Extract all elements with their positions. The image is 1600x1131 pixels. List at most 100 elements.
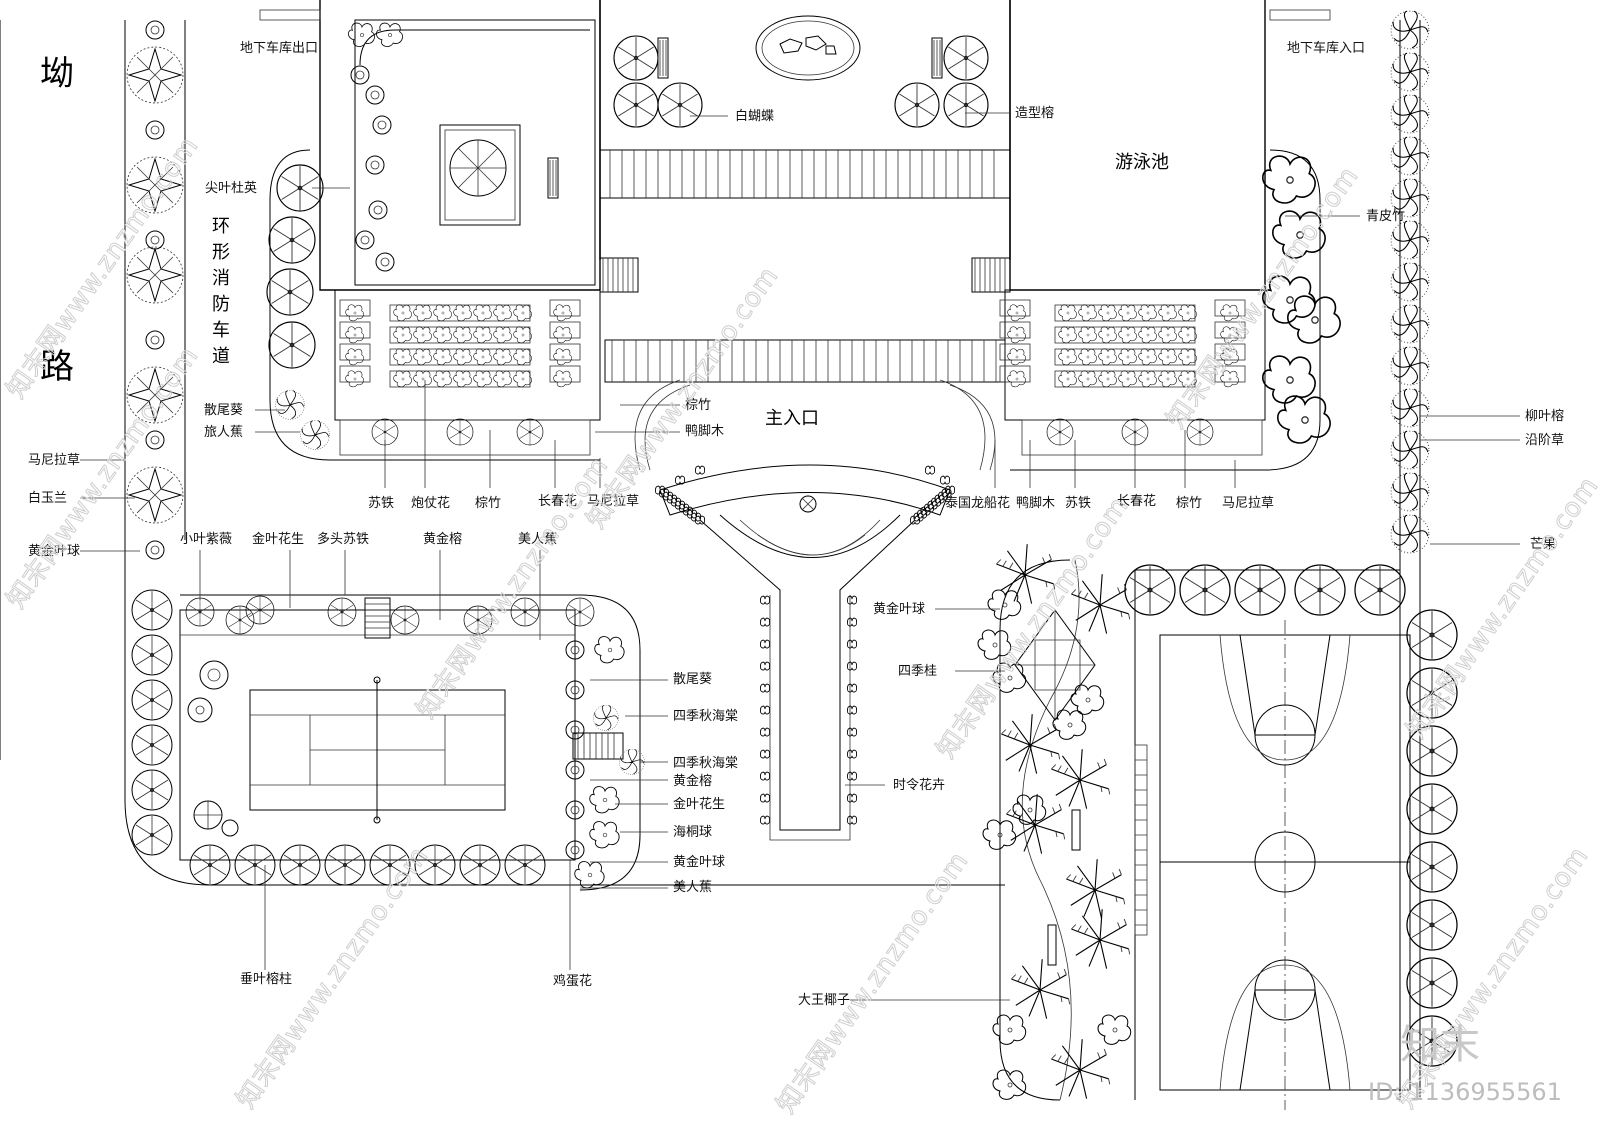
tennis-tree	[189, 844, 231, 886]
label-changchun-hua-2: 长春花	[1117, 493, 1156, 509]
seasonal-flower	[759, 617, 771, 627]
tennis-shrub	[327, 597, 357, 627]
royal-palm	[1070, 908, 1131, 970]
label-jianye-duying: 尖叶杜英	[205, 181, 257, 196]
label-sanwei-kui-2: 散尾葵	[673, 672, 712, 687]
bed-shrub	[393, 326, 412, 344]
label-manila-cao-3: 马尼拉草	[28, 453, 80, 468]
seasonal-flower	[846, 639, 858, 649]
label-dawang-yezi: 大王椰子	[798, 993, 850, 1008]
tennis-tree	[131, 634, 173, 676]
bed-shrub	[493, 326, 512, 344]
label-huangjin-rong-1: 黄金榕	[423, 531, 462, 547]
east-palm	[1390, 388, 1430, 428]
court-shrub	[992, 1069, 1027, 1100]
label-changchun-hua-1: 长春花	[538, 493, 577, 509]
leader-lines	[80, 112, 1520, 1001]
seasonal-flower	[846, 595, 858, 605]
label-manila-cao-2: 马尼拉草	[1222, 496, 1274, 511]
watermark-text: 知末网www.znzmo.com	[771, 846, 975, 1119]
label-yanjie-cao: 沿阶草	[1525, 433, 1564, 448]
seasonal-flower	[759, 749, 771, 759]
bed-shrub	[513, 326, 532, 344]
round-tree	[268, 216, 316, 264]
shrub	[365, 85, 385, 105]
bed-shrub	[553, 348, 572, 366]
entrance-plaza	[634, 379, 996, 841]
east-palm	[1390, 262, 1430, 302]
banyan	[657, 82, 703, 128]
watermark-text: 知末网www.znzmo.com	[1391, 841, 1595, 1114]
label-duotou-sutie: 多头苏铁	[317, 531, 369, 547]
bed-shrub	[513, 348, 532, 366]
bed-shrub	[473, 326, 492, 344]
shrub	[375, 22, 403, 47]
bed-shrub	[553, 304, 572, 322]
bed-shrub	[433, 348, 452, 366]
bed-shrub	[1007, 304, 1026, 322]
bed-shrub	[1098, 326, 1117, 344]
seasonal-flower	[759, 661, 771, 671]
bed-shrub	[453, 348, 472, 366]
left-courtyard	[354, 19, 596, 286]
tennis-tree	[324, 844, 366, 886]
seasonal-flower	[759, 595, 771, 605]
cycad	[446, 418, 474, 446]
seasonal-flower	[846, 617, 858, 627]
label-manila-cao-1: 马尼拉草	[587, 494, 639, 509]
banyan	[943, 35, 989, 81]
label-siji-gui: 四季桂	[898, 664, 937, 679]
cycad	[516, 418, 544, 446]
seasonal-flower	[759, 705, 771, 715]
label-bai-hudie: 白蝴蝶	[735, 108, 774, 124]
bed-shrub	[1078, 348, 1097, 366]
bamboo	[1287, 295, 1341, 344]
label-yajiao-mu-2: 鸭脚木	[1016, 495, 1055, 511]
label-xiaoye-ziwei: 小叶紫薇	[180, 532, 232, 547]
bed-shrub	[433, 326, 452, 344]
label-zaoxing-rong: 造型榕	[1015, 106, 1054, 121]
bed-shrub	[393, 348, 412, 366]
seasonal-flower	[846, 771, 858, 781]
royal-palm	[1000, 713, 1061, 775]
shrub	[375, 252, 395, 272]
bed-shrub	[345, 348, 364, 366]
tennis-tree	[234, 844, 276, 886]
bed-shrub	[1138, 348, 1157, 366]
east-palm	[1390, 346, 1430, 386]
watermark-text: 知末网www.znzmo.com	[1401, 471, 1600, 744]
bed-shrub	[553, 370, 572, 388]
plant-labels: 白蝴蝶 造型榕 尖叶杜英 青皮竹 散尾葵 旅人蕉 棕竹 鸭脚木 苏铁 炮仗花 棕…	[28, 106, 1564, 1008]
bed-shrub	[553, 326, 572, 344]
bed-shrub	[493, 348, 512, 366]
bed-shrub	[345, 370, 364, 388]
label-paozhang-hua: 炮仗花	[411, 495, 450, 511]
label-liuye-rong: 柳叶榕	[1525, 409, 1564, 424]
royal-palm	[1005, 793, 1066, 855]
fire-lane-char: 防	[212, 294, 230, 315]
bed-shrub	[453, 304, 472, 322]
main-entrance-label: 主入口	[765, 408, 819, 429]
bed-shrub	[473, 348, 492, 366]
central-pavilion	[599, 0, 1011, 260]
court-shrub	[1070, 684, 1105, 715]
label-su-tie-1: 苏铁	[368, 495, 394, 511]
bed-shrub	[413, 304, 432, 322]
court-shrub	[1012, 794, 1047, 825]
palm	[300, 420, 330, 450]
court-tree	[1406, 899, 1458, 951]
tennis-tree	[131, 679, 173, 721]
bed-shrub	[1007, 326, 1026, 344]
bed-shrub	[453, 326, 472, 344]
star-tree	[126, 46, 184, 104]
label-yajiao-mu-1: 鸭脚木	[685, 423, 724, 439]
seasonal-flower	[759, 639, 771, 649]
palm	[275, 390, 305, 420]
fire-lane-char: 形	[212, 242, 230, 263]
bed-shrub	[1158, 304, 1177, 322]
seasonal-flower	[939, 475, 951, 485]
label-sanwei-kui-1: 散尾葵	[204, 403, 243, 418]
label-qingpi-zhu: 青皮竹	[1366, 209, 1405, 224]
court-tree	[1124, 564, 1176, 616]
court-tree	[1234, 564, 1286, 616]
